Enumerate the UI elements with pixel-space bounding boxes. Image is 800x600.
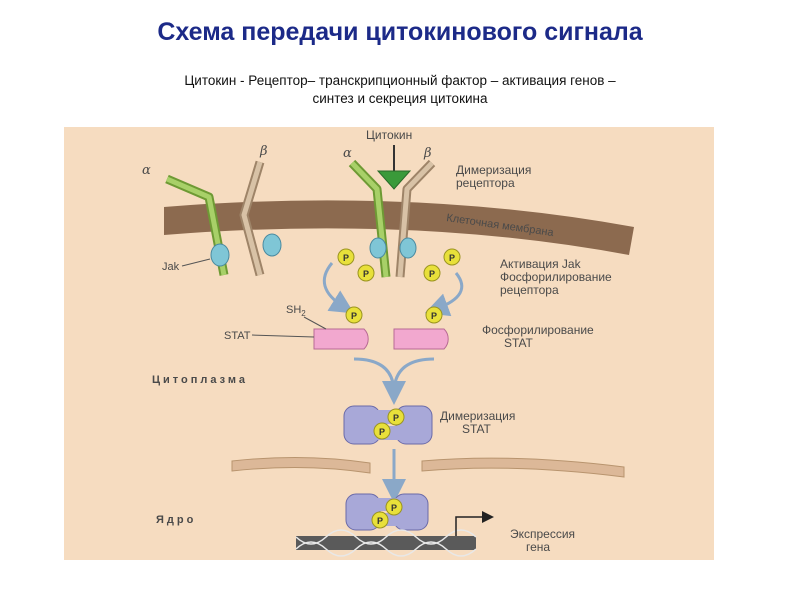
gene-expression-line-2: гена xyxy=(526,540,550,554)
alpha-label-left: α xyxy=(142,163,151,178)
stat-label: STAT xyxy=(224,330,251,342)
svg-text:P: P xyxy=(377,516,383,526)
phospho-group-dimer-1: P xyxy=(387,408,405,426)
phospho-group-receptor-3: P xyxy=(443,248,461,266)
svg-text:P: P xyxy=(343,253,349,263)
svg-text:P: P xyxy=(449,253,455,263)
receptor-dimerization-line-1: Димеризация xyxy=(456,163,531,177)
jak-pointer-line xyxy=(181,258,211,267)
jak-activation-label: Активация Jak Фосфорилирование рецептора xyxy=(500,257,615,297)
cytokine-signaling-diagram: Клеточная мембрана α β Jak Цитокин α β Д… xyxy=(64,127,714,560)
stat-dimerization-line-2: STAT xyxy=(462,422,492,436)
jak-kinase-left-active xyxy=(369,237,387,259)
svg-text:P: P xyxy=(431,311,437,321)
phospho-group-nuclear-1: P xyxy=(385,498,403,516)
jak-label: Jak xyxy=(162,261,180,273)
cytokine-ligand xyxy=(376,170,412,190)
stat-protein-right xyxy=(393,328,449,350)
transcription-start-arrow xyxy=(455,511,494,536)
stat-dimer-cytoplasm: P P xyxy=(343,405,433,445)
jak-activation-line-2: Фосфорилирование xyxy=(500,270,612,284)
beta-label-left: β xyxy=(259,144,268,159)
stat-phosphorylation-line-2: STAT xyxy=(504,336,534,350)
nuclear-membrane-right xyxy=(421,457,625,478)
svg-text:P: P xyxy=(363,269,369,279)
phospho-group-receptor-1: P xyxy=(337,248,355,266)
slide-subtitle: Цитокин - Рецептор– транскрипционный фак… xyxy=(90,72,710,108)
jak-activation-line-3: рецептора xyxy=(500,283,559,297)
svg-text:P: P xyxy=(393,413,399,423)
phospho-group-nuclear-2: P xyxy=(371,511,389,529)
nucleus-label: Ядро xyxy=(156,514,196,526)
svg-text:P: P xyxy=(351,311,357,321)
arrow-jak-to-stat-right xyxy=(424,272,464,317)
stat-protein-left xyxy=(313,328,369,350)
phospho-group-stat-right: P xyxy=(425,306,443,324)
svg-text:P: P xyxy=(429,269,435,279)
cell-membrane xyxy=(164,200,634,255)
cytokine-label: Цитокин xyxy=(366,128,412,142)
nuclear-membrane-left xyxy=(231,456,371,474)
stat-dimerization-line-1: Димеризация xyxy=(440,409,515,423)
stat-phosphorylation-label: Фосфорилирование STAT xyxy=(482,323,597,350)
phospho-group-dimer-2: P xyxy=(373,422,391,440)
subtitle-line-2: синтез и секреция цитокина xyxy=(312,91,488,106)
cytoplasm-label: Цитоплазма xyxy=(152,374,248,386)
beta-label-right: β xyxy=(423,146,432,161)
stat-phosphorylation: P P SH2 STAT Фосфорилирование STAT xyxy=(224,304,597,350)
jak-kinase-right-inactive xyxy=(262,233,282,257)
jak-activation-line-1: Активация Jak xyxy=(500,257,582,271)
stat-dimer-nucleus: P P xyxy=(345,493,429,531)
inactive-receptor: α β Jak xyxy=(142,144,282,277)
gene-expression-label: Экспрессия гена xyxy=(510,527,578,554)
subtitle-line-1: Цитокин - Рецептор– транскрипционный фак… xyxy=(184,73,616,88)
stat-dimerization-label: Димеризация STAT xyxy=(440,409,519,436)
receptor-dimerization-label: Димеризация рецептора xyxy=(456,163,535,190)
svg-text:P: P xyxy=(391,503,397,513)
jak-kinase-left-inactive xyxy=(210,243,230,267)
dna-double-helix xyxy=(295,529,477,557)
gene-expression-line-1: Экспрессия xyxy=(510,527,575,541)
phospho-group-stat-left: P xyxy=(345,306,363,324)
receptor-dimerization-line-2: рецептора xyxy=(456,176,515,190)
jak-kinase-right-active xyxy=(399,237,417,259)
phospho-group-receptor-2: P xyxy=(357,264,375,282)
phospho-group-receptor-4: P xyxy=(423,264,441,282)
sh2-pointer-line xyxy=(303,316,327,330)
stat-pointer-line xyxy=(251,334,315,338)
alpha-label-right: α xyxy=(343,146,352,161)
svg-text:P: P xyxy=(379,427,385,437)
arrow-jak-to-stat-left xyxy=(322,262,355,314)
sh2-label: SH2 xyxy=(286,304,306,318)
active-receptor: Цитокин α β Димеризация рецептора P P P … xyxy=(322,128,615,317)
stat-phosphorylation-line-1: Фосфорилирование xyxy=(482,323,594,337)
slide-title: Схема передачи цитокинового сигнала xyxy=(157,18,643,46)
diagram-background xyxy=(64,127,714,560)
